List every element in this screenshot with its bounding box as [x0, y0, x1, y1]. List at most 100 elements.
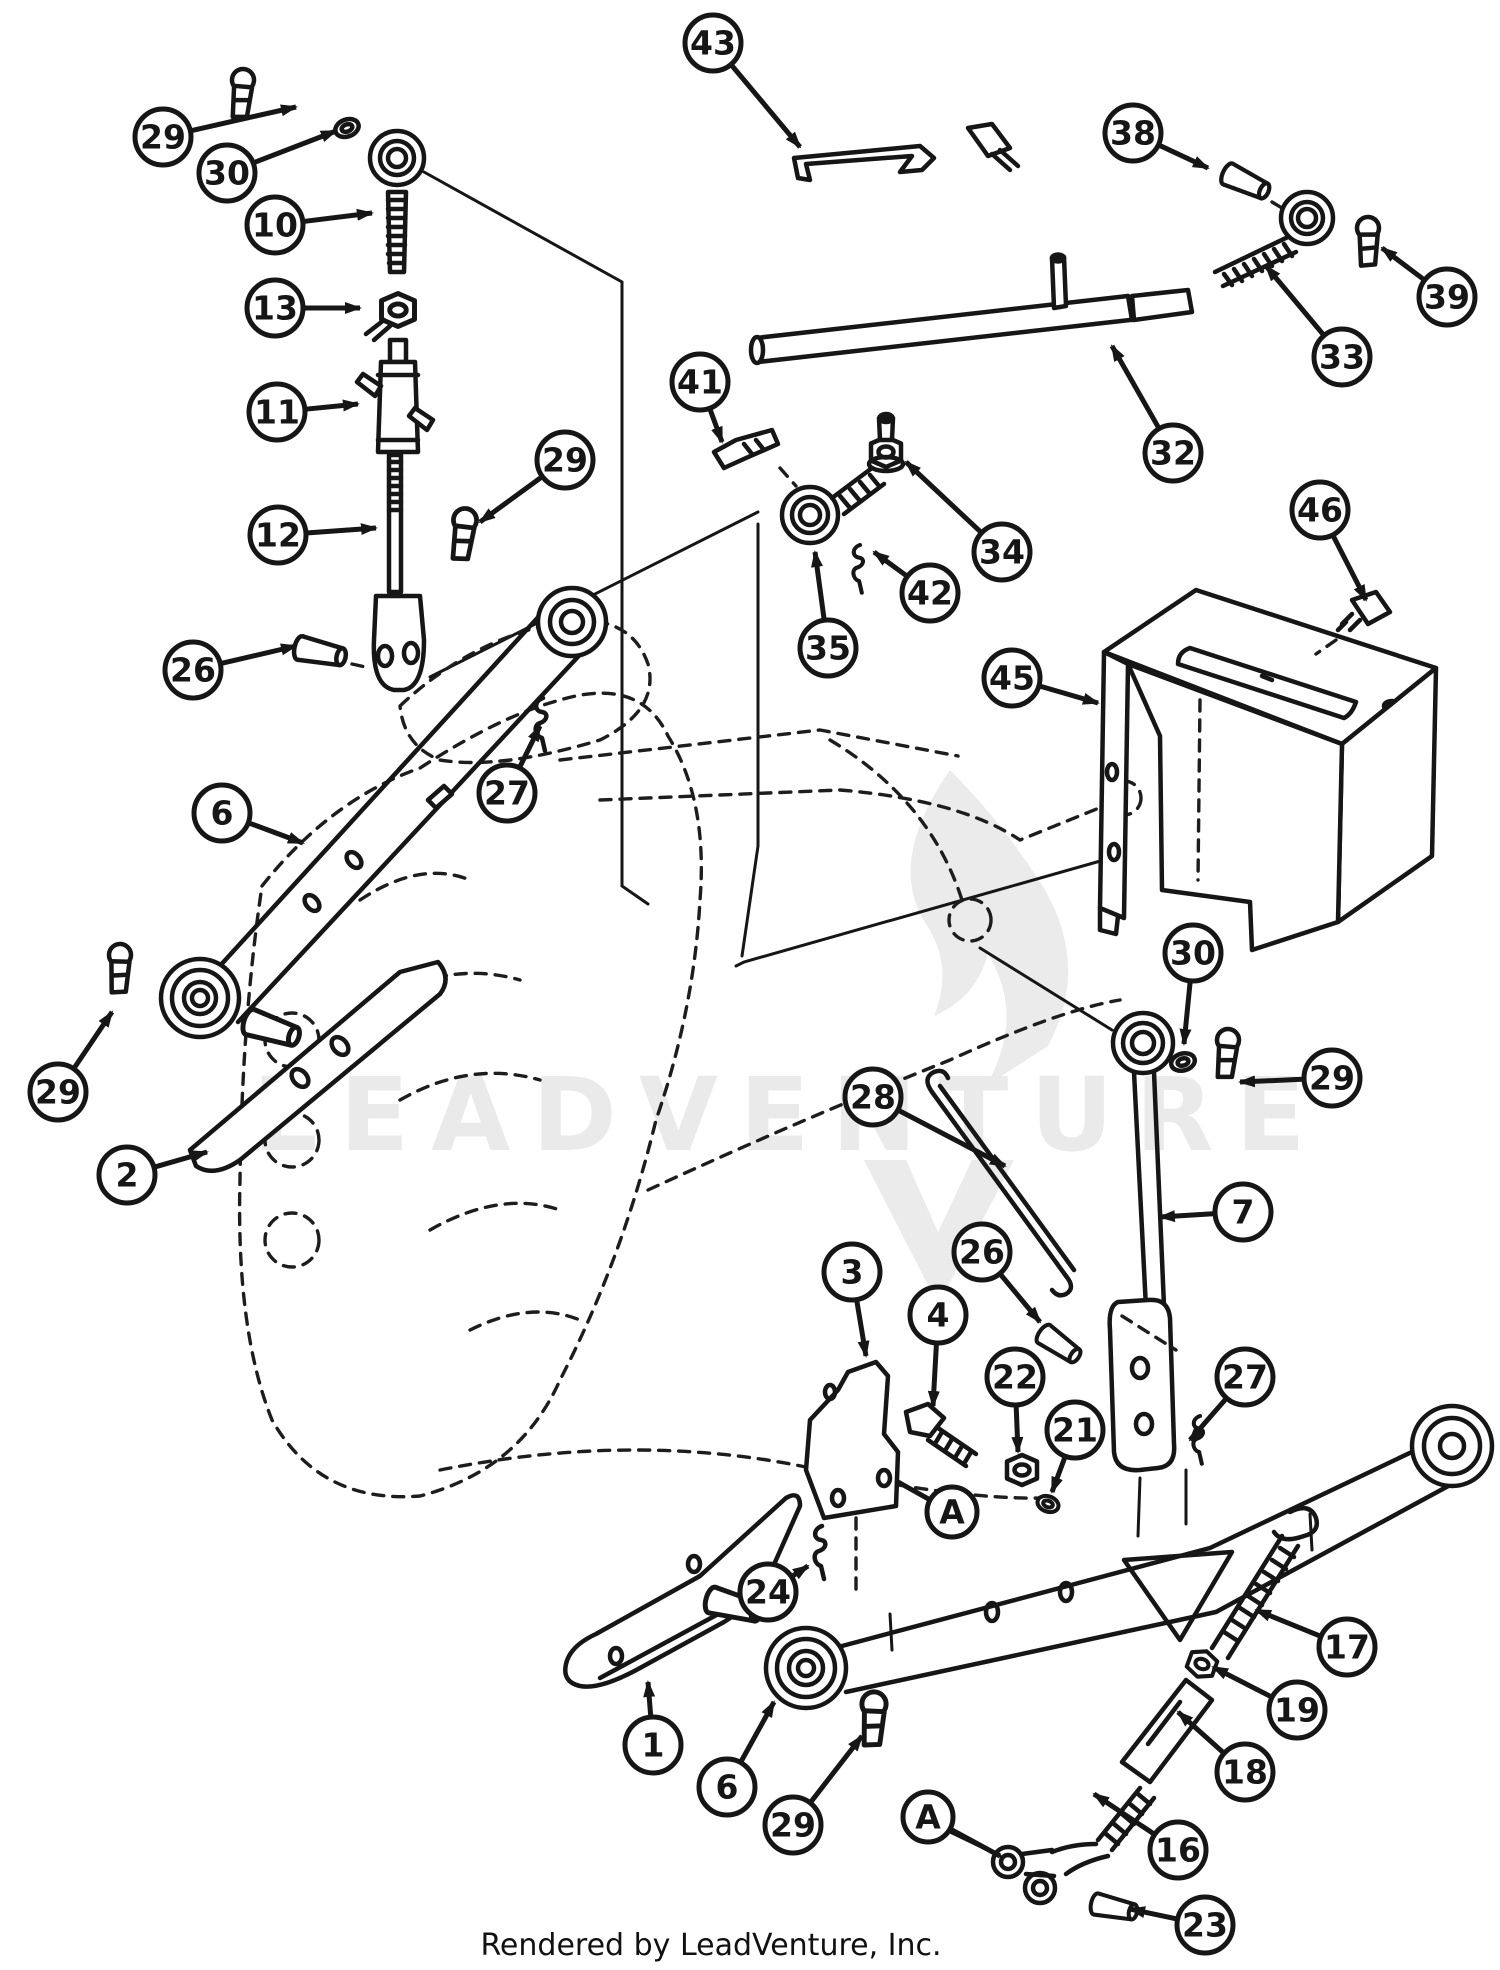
callout-number: 3 [841, 1253, 864, 1292]
callout-number: 6 [211, 794, 234, 833]
callout-leader [791, 1563, 810, 1580]
callout-leader [809, 1734, 864, 1803]
callouts: 2930101311122926276292434135423438393332… [27, 12, 1478, 1956]
callout-leader [254, 128, 338, 165]
callout-leader [1011, 1406, 1024, 1454]
adjusting-rod-28 [925, 1068, 1085, 1367]
callout-6: 6 [191, 782, 305, 846]
callout-balloon [1266, 1679, 1328, 1741]
callout-number: 7 [1232, 1193, 1255, 1232]
callout-26: 26 [951, 1221, 1042, 1324]
callout-number: 26 [959, 1233, 1005, 1272]
anchor-bracket-1 [563, 1493, 803, 1689]
callout-leader [1380, 246, 1425, 281]
threaded-rod-12 [386, 452, 404, 595]
callout-balloon [737, 1561, 799, 1623]
callout-leader [1128, 1906, 1177, 1922]
callout-17: 17 [1254, 1607, 1378, 1678]
callout-number: 28 [850, 1078, 896, 1117]
callout-29: 29 [27, 1010, 115, 1123]
callout-number: 21 [1052, 1411, 1098, 1450]
callout-leader [1188, 1397, 1228, 1442]
callout-16: 16 [1092, 1791, 1209, 1881]
callout-41: 41 [669, 351, 731, 444]
callout-leader [896, 1479, 930, 1502]
callout-balloon [900, 1789, 956, 1845]
callout-number: 16 [1155, 1831, 1201, 1870]
callout-leader [999, 1273, 1042, 1324]
threaded-rod-10 [385, 189, 409, 275]
callout-number: 18 [1222, 1753, 1268, 1792]
pin-33 [1218, 161, 1272, 203]
ball-stud-39 [1355, 216, 1380, 266]
spring-clip-43 [791, 143, 937, 183]
callout-30: 30 [196, 128, 338, 204]
callout-balloon [244, 277, 306, 339]
callout-balloon [162, 639, 224, 701]
callout-leader [1238, 1075, 1303, 1088]
anchor-plate-2 [187, 959, 448, 1174]
callout-6: 6 [696, 1700, 777, 1818]
upper-lift-arm-left [106, 585, 609, 1174]
callout-balloon [1162, 922, 1224, 984]
callout-leader [1176, 1710, 1225, 1754]
pin-26b [1034, 1322, 1085, 1367]
callout-balloon [899, 562, 961, 624]
callout-number: 29 [770, 1806, 816, 1845]
callout-balloon [27, 1061, 89, 1123]
callout-2: 2 [96, 1144, 209, 1206]
rod-end-assembly-35 [711, 411, 906, 593]
callout-balloon [1044, 1399, 1106, 1461]
callout-45: 45 [981, 647, 1100, 709]
callout-a: A [900, 1789, 1002, 1859]
callout-balloon [244, 194, 306, 256]
callout-balloon [762, 1794, 824, 1856]
callout-leader [518, 724, 543, 768]
callout-number: 22 [992, 1358, 1038, 1397]
callout-leader [707, 409, 725, 444]
callout-number: 29 [1309, 1059, 1355, 1098]
lynch-pin-24 [815, 1526, 826, 1579]
callout-23: 23 [1128, 1894, 1236, 1956]
callout-leader [1264, 264, 1325, 336]
callout-19: 19 [1211, 1664, 1328, 1741]
callout-leader [221, 643, 298, 666]
barrel-18 [1119, 1677, 1215, 1785]
callout-balloon [981, 647, 1043, 709]
callout-number: A [939, 1493, 965, 1532]
callout-38: 38 [1102, 102, 1210, 171]
callout-18: 18 [1176, 1710, 1276, 1803]
callout-leader [155, 1149, 209, 1170]
callout-leader [1158, 1210, 1214, 1223]
nut-13 [382, 294, 415, 327]
callout-number: 43 [690, 24, 736, 63]
nut-19 [1185, 1647, 1220, 1682]
callout-22: 22 [984, 1346, 1046, 1454]
ball-stud-29c [106, 943, 132, 994]
callout-leader [872, 549, 908, 578]
top-link-assembly [227, 68, 547, 751]
callout-leader [72, 1010, 115, 1069]
callout-balloon [247, 504, 309, 566]
callout-leader [1331, 535, 1369, 602]
callout-balloon [821, 1241, 883, 1303]
callout-balloon [696, 1756, 758, 1818]
callout-29: 29 [762, 1734, 864, 1856]
callout-balloon [797, 617, 859, 679]
callout-balloon [96, 1144, 158, 1206]
callout-21: 21 [1044, 1399, 1106, 1494]
washer-21 [1035, 1493, 1061, 1515]
callout-number: 1 [642, 1726, 665, 1765]
callout-number: 24 [745, 1573, 791, 1612]
callout-balloon [132, 106, 194, 168]
callout-number: 41 [677, 363, 723, 402]
callout-29: 29 [132, 104, 298, 168]
callout-number: 26 [170, 651, 216, 690]
callout-29: 29 [478, 429, 596, 525]
callout-number: 30 [204, 154, 250, 193]
clevis-pin-26 [292, 635, 348, 669]
callout-number: 33 [1319, 338, 1365, 377]
callout-balloon [196, 142, 258, 204]
callout-balloon [951, 1221, 1013, 1283]
callout-balloon [246, 381, 308, 443]
